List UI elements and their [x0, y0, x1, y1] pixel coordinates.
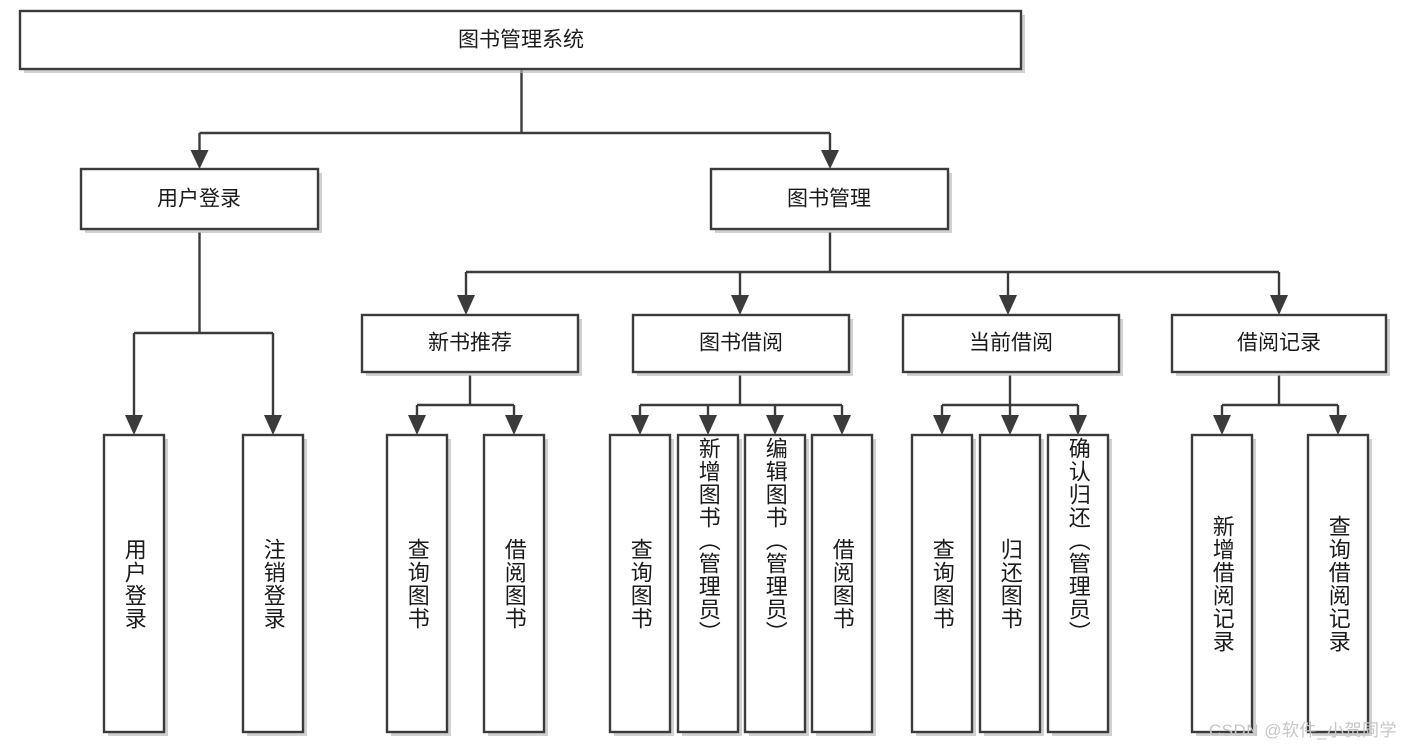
node-leaf-add-book-box: [676, 433, 740, 734]
arrow-nbr-to-leaf2: [505, 415, 523, 435]
arrow-bm-to-borrowrecord: [1270, 295, 1288, 315]
node-book-borrow[interactable]: 图书借阅: [631, 313, 853, 376]
node-leaf-borrow-book-1-box: [482, 433, 546, 734]
node-leaf-user-login-box: [102, 433, 166, 734]
arrow-cb-to-leaf3: [1069, 415, 1087, 435]
arrow-bb-to-leaf2: [699, 415, 717, 435]
node-user-login-box: [79, 167, 320, 231]
node-leaf-return-book[interactable]: [978, 433, 1044, 736]
csdn-watermark: CSDN @软件_小贺同学: [1208, 721, 1397, 740]
arrow-root-to-book-management: [821, 150, 839, 169]
node-leaf-query-record[interactable]: [1306, 433, 1372, 736]
node-leaf-edit-book[interactable]: [743, 433, 809, 736]
node-leaf-query-book-1[interactable]: [385, 433, 451, 736]
node-user-login[interactable]: 用户登录: [79, 167, 322, 233]
node-book-management-box: [709, 167, 950, 231]
node-leaf-query-record-box: [1306, 433, 1370, 734]
arrow-cb-to-leaf2: [1001, 415, 1019, 435]
arrow-bm-to-bookborrow: [731, 295, 749, 315]
node-new-book-recommend-label: 新书推荐: [428, 332, 512, 355]
node-leaf-query-book-2[interactable]: [608, 433, 674, 736]
arrow-root-to-user-login: [190, 150, 209, 169]
node-leaf-add-record-box: [1190, 433, 1254, 734]
arrow-ul-to-leaf2: [264, 415, 282, 435]
arrow-br-to-leaf2: [1329, 415, 1347, 435]
node-leaf-query-book-2-box: [608, 433, 672, 734]
arrow-bb-to-leaf1: [631, 415, 649, 435]
node-new-book-recommend[interactable]: 新书推荐: [360, 313, 582, 376]
node-leaf-borrow-book-2[interactable]: [810, 433, 876, 736]
node-leaf-borrow-book-2-box: [810, 433, 874, 734]
node-leaf-user-logout[interactable]: [241, 433, 307, 736]
node-leaf-borrow-book-1[interactable]: [482, 433, 548, 736]
arrow-br-to-leaf1: [1213, 415, 1231, 435]
arrow-ul-to-leaf1: [125, 415, 143, 435]
node-leaf-add-record[interactable]: [1190, 433, 1256, 736]
node-leaf-query-book-3[interactable]: [910, 433, 976, 736]
edge-group: [125, 70, 1347, 435]
node-leaf-add-book[interactable]: [676, 433, 742, 736]
arrow-bb-to-leaf4: [833, 415, 851, 435]
node-root-label: 图书管理系统: [458, 29, 584, 52]
node-current-borrow[interactable]: 当前借阅: [901, 313, 1123, 376]
node-root[interactable]: 图书管理系统: [18, 9, 1025, 73]
node-current-borrow-box: [901, 313, 1121, 374]
arrow-nbr-to-leaf1: [408, 415, 426, 435]
node-current-borrow-label: 当前借阅: [969, 332, 1053, 355]
node-leaf-query-book-1-box: [385, 433, 449, 734]
node-leaf-user-logout-box: [241, 433, 305, 734]
node-leaf-confirm-return-box: [1046, 433, 1110, 734]
node-borrow-record-label: 借阅记录: [1237, 332, 1321, 355]
arrow-bm-to-newbook: [457, 295, 475, 315]
node-book-borrow-label: 图书借阅: [699, 332, 783, 355]
node-leaf-confirm-return[interactable]: [1046, 433, 1112, 736]
node-book-management-label: 图书管理: [787, 188, 871, 211]
node-borrow-record-box: [1170, 313, 1388, 374]
arrow-cb-to-leaf1: [933, 415, 951, 435]
arrow-bm-to-currentborrow: [999, 295, 1017, 315]
node-leaf-return-book-box: [978, 433, 1042, 734]
arrow-bb-to-leaf3: [766, 415, 784, 435]
node-book-borrow-box: [631, 313, 851, 374]
node-user-login-label: 用户登录: [157, 188, 241, 211]
node-book-management[interactable]: 图书管理: [709, 167, 952, 233]
node-leaf-edit-book-box: [743, 433, 807, 734]
node-leaf-user-login[interactable]: [102, 433, 168, 736]
node-borrow-record[interactable]: 借阅记录: [1170, 313, 1390, 376]
node-root-box: [18, 9, 1023, 71]
node-leaf-query-book-3-box: [910, 433, 974, 734]
node-new-book-recommend-box: [360, 313, 580, 374]
